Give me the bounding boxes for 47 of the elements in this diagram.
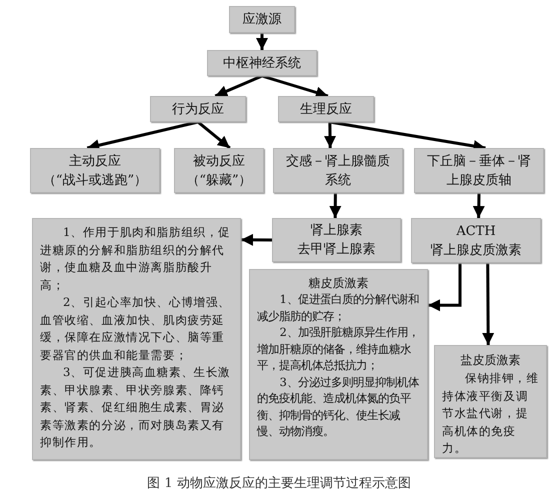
- text-box: [229, 6, 295, 33]
- arrow: [329, 192, 342, 218]
- paragraph: 1、促进蛋白质的分解代谢和减少脂肪的贮存；: [257, 292, 420, 324]
- arrow: [256, 33, 268, 50]
- box-label: 主动反应: [69, 152, 121, 170]
- text-box: [249, 269, 428, 460]
- text-box: [150, 96, 246, 122]
- box-label: 被动反应: [193, 152, 245, 170]
- box-label: 生理反应: [300, 100, 352, 118]
- paragraph: 3、分泌过多则明显抑制机体的免疫机能、造成机体氮的负平衡、抑制骨的钙化、使生长减慢、动物消瘦。: [257, 374, 420, 440]
- box-label: 下丘脑－垂体－肾上腺皮质轴: [426, 152, 532, 190]
- box-label: 去甲肾上腺素: [298, 241, 376, 259]
- paragraph: 3、可促进胰高血糖素、生长激素、甲状腺素、甲状旁腺素、降钙素、肾素、促红细胞生成素、胃泌素等激素的分泌，而对胰岛素又有抑制作用。: [40, 364, 232, 451]
- text-box: [30, 148, 160, 193]
- box-label: 交感－肾上腺髓质系统: [285, 152, 391, 190]
- text-box: [414, 148, 544, 193]
- text-box: [272, 218, 401, 262]
- box-label: （“躲藏”）: [186, 172, 252, 190]
- box-label: 肾上腺素: [310, 222, 362, 240]
- text-box: [278, 96, 374, 122]
- arrow: [482, 262, 494, 346]
- paragraph: 2、引起心率加快、心博增强、血管收缩、血液加快、肌肉疲劳延缓，保障在应激情况下心、脑等重要器官的供血和能量需要；: [40, 294, 232, 364]
- arrow: [214, 74, 263, 98]
- arrow: [262, 74, 328, 98]
- caption: 图 1 动物应激反应的主要生理调节过程示意图: [146, 475, 412, 492]
- paragraph: 保钠排钾，维持体液平衡及调节水盐代谢，提高机体的免疫力。: [442, 370, 539, 457]
- arrow: [472, 192, 485, 218]
- text-box: [411, 218, 541, 263]
- paragraph: 1、作用于肌肉和脂肪组织，促进糖原的分解和脂肪组织的分解代谢，使血糖及血中游离脂肪酸升高；: [40, 224, 232, 294]
- box-heading: 糖皮质激素: [308, 275, 370, 292]
- paragraph: 2、加强肝脏糖原异生作用，增加肝糖原的储备，维持血糖水平，提高机体总抵抗力；: [257, 325, 420, 374]
- text-box: [273, 148, 403, 193]
- text-box: [207, 50, 317, 76]
- box-label: ACTH: [456, 222, 496, 240]
- box-label: （“战斗或逃跑”）: [42, 172, 148, 190]
- box-label: 应激源: [242, 11, 282, 29]
- box-heading: 盐皮质激素: [460, 352, 522, 369]
- text-box: [32, 218, 241, 460]
- arrow: [428, 263, 462, 312]
- arrow: [240, 234, 272, 246]
- box-label: 肾上腺皮质激素: [430, 242, 522, 260]
- box-label: 中枢神经系统: [223, 54, 301, 72]
- text-box: [434, 345, 547, 458]
- arrow: [197, 120, 231, 150]
- box-label: 行为反应: [172, 100, 224, 118]
- arrow: [324, 122, 336, 148]
- text-box: [174, 148, 264, 193]
